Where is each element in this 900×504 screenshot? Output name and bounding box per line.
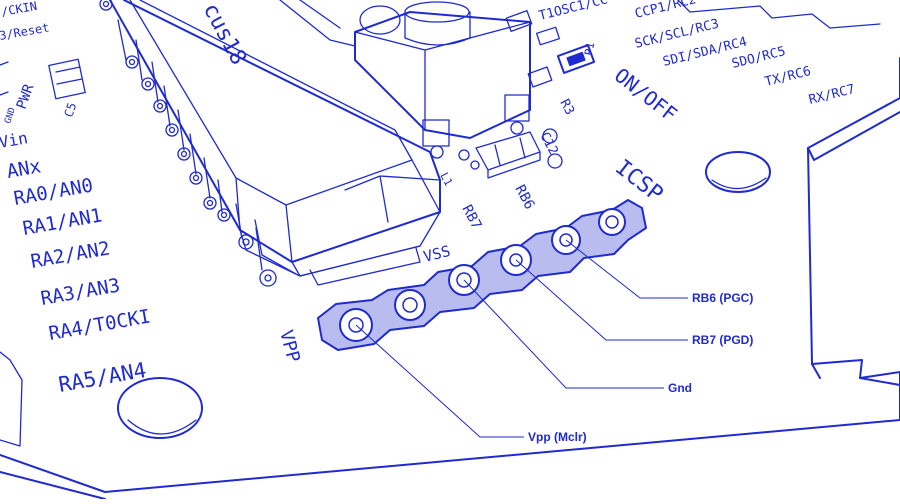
label-vpp: VPP <box>275 328 304 365</box>
label-ra4-t0cki: RA4/T0CKI <box>47 305 152 345</box>
label-l1: L1 <box>437 170 455 188</box>
label-vin: Vin <box>0 128 29 152</box>
left-edge-marks <box>0 61 9 96</box>
label-icsp: ICSP <box>610 155 667 207</box>
icsp-pad-6 <box>598 208 626 236</box>
label-rb6: RB6 <box>511 182 537 212</box>
right-board-edge-mark <box>677 0 881 29</box>
label-ra5-an4: RA5/AN4 <box>57 358 148 397</box>
mount-hole-right-inner <box>711 177 767 190</box>
label-p1: P1 <box>582 41 597 56</box>
mount-hole-left-inner <box>127 419 197 435</box>
pwr-led-lines <box>55 66 83 85</box>
mount-hole-right <box>705 151 771 193</box>
callout-vpp-mclr: Vpp (Mclr) <box>528 430 587 444</box>
label-reset: 3/Reset <box>0 20 50 43</box>
label-vss: VSS <box>422 242 453 266</box>
label-tx-rc6: TX/RC6 <box>763 64 812 90</box>
label-ra1-an1: RA1/AN1 <box>21 204 104 240</box>
label-ra3-an3: RA3/AN3 <box>39 274 122 310</box>
reset-button <box>279 0 531 139</box>
pcb-outline <box>0 57 900 493</box>
label-rx-rc7: RX/RC7 <box>807 82 856 108</box>
icsp-pad-vss <box>394 289 426 321</box>
leader-rb7 <box>515 259 688 341</box>
leader-vpp <box>355 324 524 438</box>
callout-leaders <box>355 239 688 438</box>
mount-hole-left <box>117 377 203 439</box>
label-r3: R3 <box>556 97 577 118</box>
smd-components <box>422 10 596 179</box>
label-ra2-an2: RA2/AN2 <box>29 237 112 273</box>
leader-rb6 <box>565 239 688 299</box>
pwr-led <box>48 58 86 100</box>
ic-package: cus18 <box>109 0 441 286</box>
pcb-edge-left <box>0 351 23 447</box>
label-c5: C5 <box>62 101 80 119</box>
left-silkscreen-labels: RA0/AN0 RA1/AN1 RA2/AN2 RA3/AN3 RA4/T0CK… <box>0 0 152 397</box>
callout-rb6-pgc: RB6 (PGC) <box>692 291 753 305</box>
label-rb7: RB7 <box>458 202 484 232</box>
left-header-pins <box>99 0 277 287</box>
chip-text: cus18 <box>198 0 251 69</box>
callout-gnd: Gnd <box>668 381 692 395</box>
label-pwr: PWR <box>14 82 38 112</box>
leader-gnd <box>463 279 664 389</box>
label-clkin: /CKIN <box>0 0 38 19</box>
label-on-off: ON/OFF <box>610 63 682 126</box>
label-anx: ANx <box>5 155 43 183</box>
pcb-edge <box>0 111 900 500</box>
label-t1osc: T1OSC1/CC <box>537 0 609 24</box>
callout-rb7-pgd: RB7 (PGD) <box>692 333 753 347</box>
label-gnd-left: GND <box>3 106 18 125</box>
